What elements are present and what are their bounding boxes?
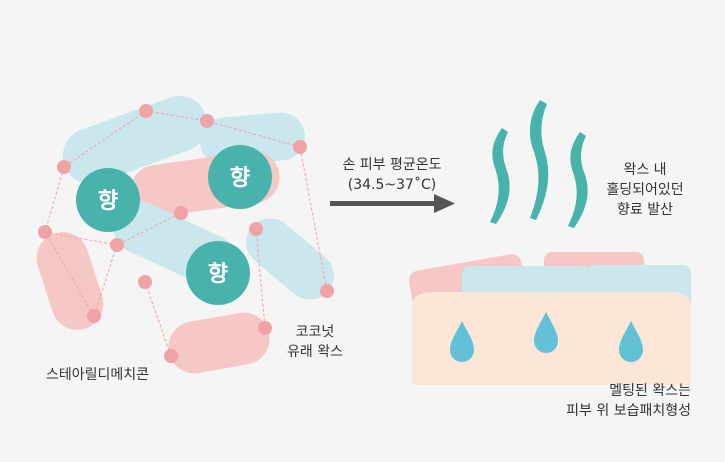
capsule-blue [62,95,208,185]
node-dot [293,140,307,154]
bond-line [93,244,118,317]
bond-line [144,281,172,357]
bond-line [44,110,147,317]
release-line2: 홀딩되어있던 [606,182,684,198]
capsule-pink [168,312,270,374]
coconut-wax-label: 코코넛 유래 왁스 [270,322,360,362]
node-dot [320,284,334,298]
coconut-line2: 유래 왁스 [287,344,343,360]
node-dot [138,275,152,289]
moisture-patch-caption: 멜팅된 왁스는 피부 위 보습패치형성 [505,381,691,421]
fragrance-molecules: 향 향 향 [76,145,272,305]
node-dot [139,104,153,118]
steam-icon [490,100,588,228]
bond-line [145,110,328,292]
node-dot [200,114,214,128]
steam-wave [568,132,588,228]
release-line3: 향료 발산 [617,202,673,218]
steam-wave [490,128,510,224]
patch-line1: 멜팅된 왁스는 [609,383,691,399]
bond-line [44,212,182,246]
bond-lines [44,110,328,357]
droplet [450,321,474,362]
capsule-blue [246,218,334,300]
fragrance-glyph: 향 [208,262,228,287]
arrow-right-icon [330,194,455,213]
bond-line [255,228,266,329]
node-dot [87,309,101,323]
fragrance-glyph: 향 [230,166,250,191]
droplet-icon [450,312,643,362]
coconut-line1: 코코넛 [295,324,335,340]
arrow-caption-line2: (34.5~37˚C) [347,177,437,193]
fragrance-glyph: 향 [98,189,118,214]
fragrance-circle [76,168,140,232]
node-dot [110,238,124,252]
node-dot [57,160,71,174]
node-dots [38,104,334,363]
node-dot [164,349,178,363]
droplet [534,312,558,353]
steam-wave [529,100,549,220]
arrow-caption-line1: 손 피부 평균온도 [342,157,442,173]
node-dot [38,225,52,239]
arrow-caption: 손 피부 평균온도 (34.5~37˚C) [333,155,451,195]
fragrance-release-caption: 왁스 내 홀딩되어있던 향료 발산 [590,160,700,220]
node-dot [249,222,263,236]
fragrance-circle [186,241,250,305]
release-line1: 왁스 내 [623,162,667,178]
node-dot [258,321,272,335]
patch-line2: 피부 위 보습패치형성 [566,403,691,419]
fragrance-circle [208,145,272,209]
capsule-pink [36,232,104,330]
droplet [619,321,643,362]
node-dot [174,206,188,220]
stearyl-dimethicone-label: 스테아릴디메치콘 [46,367,150,383]
